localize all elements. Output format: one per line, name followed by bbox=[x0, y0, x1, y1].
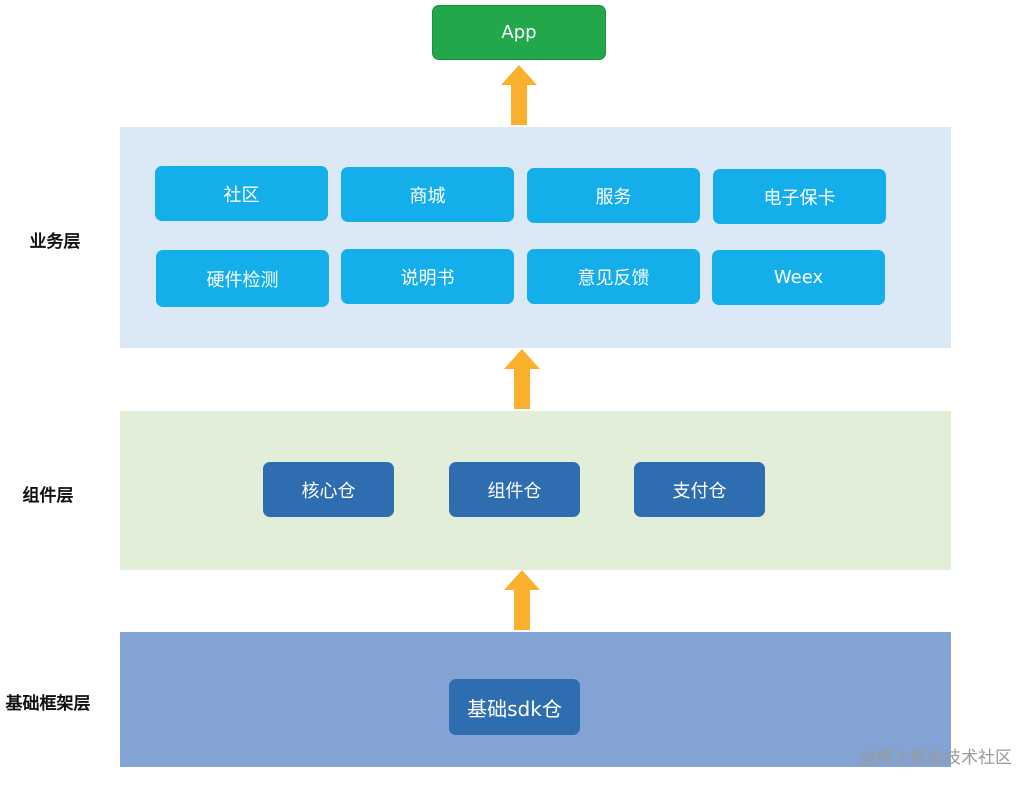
business-item-manual: 说明书 bbox=[341, 249, 514, 304]
business-item-service: 服务 bbox=[527, 168, 700, 223]
watermark: @稀土掘金技术社区 bbox=[859, 748, 1012, 768]
business-item-e-warranty: 电子保卡 bbox=[713, 169, 886, 224]
business-item-community: 社区 bbox=[155, 166, 328, 221]
app-box: App bbox=[432, 5, 606, 60]
up-arrow-icon bbox=[504, 349, 540, 409]
up-arrow-icon bbox=[504, 570, 540, 630]
component-item-component-repo: 组件仓 bbox=[449, 462, 580, 517]
component-layer-label: 组件层 bbox=[22, 486, 74, 506]
up-arrow-icon bbox=[501, 65, 537, 125]
business-item-mall: 商城 bbox=[341, 167, 514, 222]
component-item-core-repo: 核心仓 bbox=[263, 462, 394, 517]
base-layer-label: 基础框架层 bbox=[5, 694, 91, 714]
business-layer-band bbox=[120, 127, 951, 348]
component-item-payment-repo: 支付仓 bbox=[634, 462, 765, 517]
business-item-weex: Weex bbox=[712, 250, 885, 305]
business-item-feedback: 意见反馈 bbox=[527, 249, 700, 304]
business-item-hardware-check: 硬件检测 bbox=[156, 250, 329, 307]
base-item-sdk-repo: 基础sdk仓 bbox=[449, 679, 580, 735]
business-layer-label: 业务层 bbox=[29, 232, 81, 252]
